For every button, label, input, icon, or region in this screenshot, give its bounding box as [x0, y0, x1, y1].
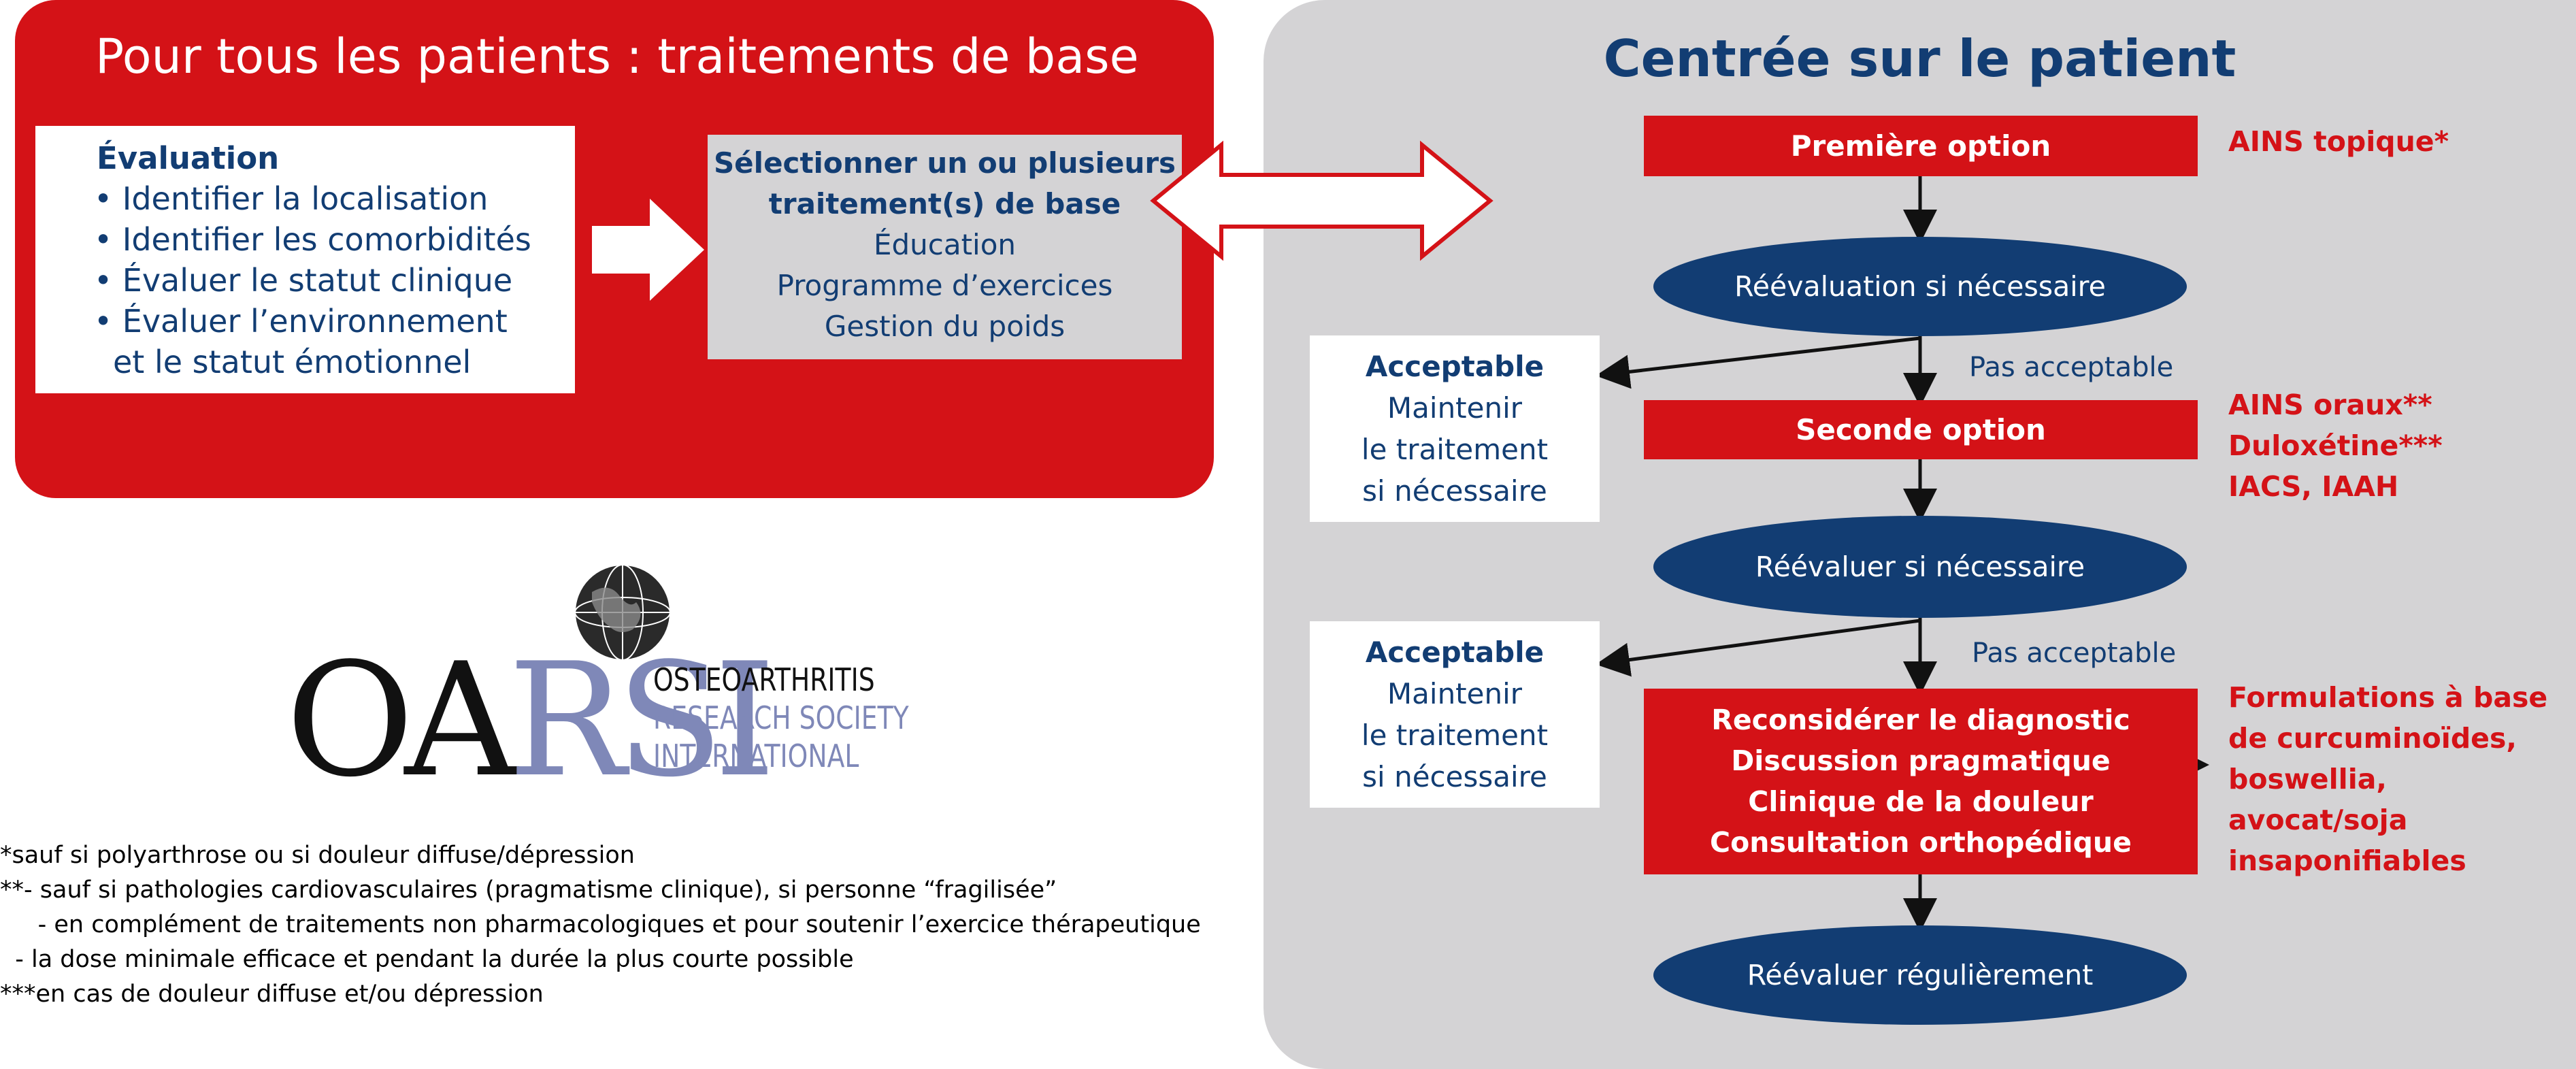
second-option-box: Seconde option	[1644, 400, 2198, 459]
acceptable-line: le traitement	[1361, 719, 1549, 752]
third-option-side-text: insaponifiables	[2228, 844, 2466, 877]
selection-item: Éducation	[873, 228, 1017, 261]
evaluation-item: et le statut émotionnel	[113, 344, 472, 380]
third-option-box: Reconsidérer le diagnostic Discussion pr…	[1644, 689, 2198, 874]
first-option-box: Première option	[1644, 116, 2198, 176]
reevaluation-ellipse-2: Réévaluer si nécessaire	[1653, 516, 2187, 618]
third-option-side-text: avocat/soja	[2228, 804, 2408, 836]
selection-heading-line: Sélectionner un ou plusieurs	[713, 146, 1176, 180]
double-arrow-icon	[1150, 140, 1493, 261]
acceptable-line: Maintenir	[1387, 391, 1523, 425]
arrow-right-icon	[592, 199, 704, 301]
acceptable-line: si nécessaire	[1362, 474, 1547, 508]
second-option-side-text: Duloxétine***	[2228, 429, 2443, 462]
acceptable-box-1: Acceptable Maintenir le traitement si né…	[1310, 335, 1600, 522]
globe-icon	[574, 564, 671, 661]
footnote: *sauf si polyarthrose ou si douleur diff…	[0, 842, 635, 869]
selection-heading-line: traitement(s) de base	[768, 187, 1121, 220]
acceptable-line: Maintenir	[1387, 677, 1523, 710]
third-option-line: Discussion pragmatique	[1731, 744, 2111, 777]
right-panel-title: Centrée sur le patient	[1603, 29, 2236, 88]
footnote: - en complément de traitements non pharm…	[0, 911, 1201, 938]
left-panel-title: Pour tous les patients : traitements de …	[95, 29, 1139, 84]
oarsi-logo: OARSI OSTEOARTHRITIS RESEARCH SOCIETY IN…	[286, 561, 932, 806]
logo-line-2: RESEARCH SOCIETY	[653, 700, 909, 736]
logo-line-3: INTERNATIONAL	[653, 738, 859, 774]
third-option-line: Consultation orthopédique	[1710, 826, 2132, 859]
acceptable-line: le traitement	[1361, 433, 1549, 466]
logo-line-1: OSTEOARTHRITIS	[653, 661, 875, 698]
third-option-line: Clinique de la douleur	[1748, 785, 2094, 818]
evaluation-item: • Identifier les comorbidités	[94, 221, 531, 258]
selection-item: Gestion du poids	[824, 310, 1066, 343]
third-option-line: Reconsidérer le diagnostic	[1711, 704, 2130, 736]
third-option-side-text: Formulations à base	[2228, 681, 2548, 714]
logo-letters-oa: OA	[286, 630, 518, 812]
evaluation-item: • Identifier la localisation	[94, 180, 489, 217]
reevaluation-ellipse-1: Réévaluation si nécessaire	[1653, 237, 2187, 336]
acceptable-heading: Acceptable	[1365, 636, 1545, 669]
footnote: - la dose minimale efficace et pendant l…	[0, 946, 854, 973]
third-option-side-text: de curcuminoïdes,	[2228, 722, 2517, 755]
evaluation-box: Évaluation • Identifier la localisation …	[35, 126, 575, 393]
selection-item: Programme d’exercices	[776, 269, 1113, 302]
footnote: ***en cas de douleur diffuse et/ou dépre…	[0, 981, 544, 1008]
second-option-side-text: AINS oraux**	[2228, 389, 2432, 421]
second-option-side-text: IACS, IAAH	[2228, 470, 2399, 503]
footnote: **- sauf si pathologies cardiovasculaire…	[0, 876, 1057, 904]
third-option-side-text: boswellia,	[2228, 763, 2388, 795]
acceptable-line: si nécessaire	[1362, 760, 1547, 793]
not-acceptable-label-1: Pas acceptable	[1969, 352, 2174, 383]
not-acceptable-label-2: Pas acceptable	[1972, 638, 2177, 669]
first-option-side-text: AINS topique*	[2228, 125, 2449, 158]
acceptable-box-2: Acceptable Maintenir le traitement si né…	[1310, 621, 1600, 808]
evaluation-heading: Évaluation	[97, 140, 280, 176]
evaluation-item: • Évaluer le statut clinique	[94, 262, 513, 299]
reevaluation-ellipse-3: Réévaluer régulièrement	[1653, 925, 2187, 1025]
logo-letters-rsi: RSI	[508, 630, 776, 812]
base-treatment-selection-box: Sélectionner un ou plusieurs traitement(…	[708, 135, 1182, 359]
acceptable-heading: Acceptable	[1365, 350, 1545, 383]
evaluation-item: • Évaluer l’environnement	[94, 303, 508, 340]
